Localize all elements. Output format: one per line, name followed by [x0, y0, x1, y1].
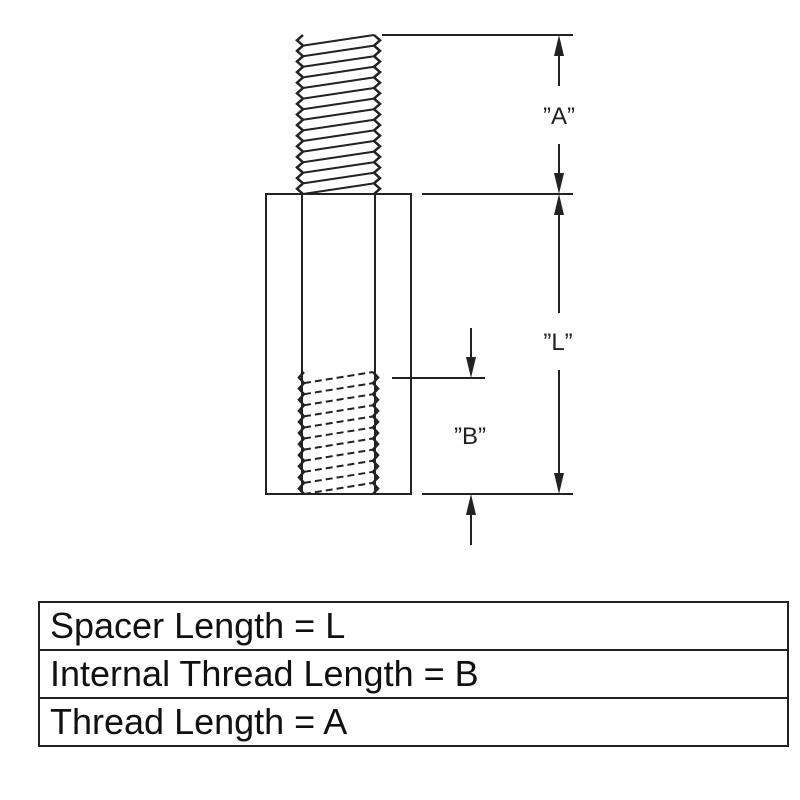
thread-helix-line [303, 470, 374, 484]
arrow-up-icon [554, 35, 564, 56]
arrow-down-icon [554, 173, 564, 194]
thread-helix-line [302, 87, 375, 100]
thread-helix-line [302, 161, 375, 174]
thread-helix-line [302, 34, 375, 47]
legend-thread-length: Thread Length = A [38, 697, 789, 747]
thread-helix-line [302, 65, 375, 79]
thread-helix-line [302, 129, 375, 142]
dim-label-a: ”A” [543, 103, 575, 130]
thread-helix-line [303, 481, 374, 495]
thread-helix-line [302, 118, 375, 132]
thread-helix-line [302, 182, 375, 195]
thread-helix-line [303, 448, 374, 462]
external-thread-helix [302, 34, 375, 195]
legend-spacer-length: Spacer Length = L [38, 601, 789, 651]
thread-helix-line [302, 108, 375, 121]
arrow-down-icon [466, 357, 476, 378]
internal-thread-helix [303, 371, 374, 495]
table-row: Spacer Length = L [38, 601, 789, 651]
dim-label-b: ”B” [454, 423, 486, 450]
thread-helix-line [302, 55, 375, 68]
thread-helix-line [303, 393, 374, 407]
external-thread [295, 34, 382, 195]
thread-helix-line [303, 459, 374, 473]
thread-helix-line [303, 426, 374, 440]
thread-helix-line [302, 44, 375, 58]
table-row: Thread Length = A [38, 697, 789, 747]
legend-table: Spacer Length = L Internal Thread Length… [38, 601, 789, 747]
dim-label-l: ”L” [543, 329, 572, 356]
thread-helix-line [303, 382, 374, 396]
thread-helix-line [303, 371, 374, 385]
thread-helix-line [303, 415, 374, 429]
spacer-body [265, 193, 412, 495]
internal-thread [297, 371, 380, 495]
spacer-diagram: ”A” ”L” ”B” [265, 34, 575, 545]
thread-helix-line [302, 150, 375, 164]
arrow-up-icon [554, 194, 564, 215]
arrow-up-icon [466, 494, 476, 515]
thread-helix-line [302, 97, 375, 111]
arrow-down-icon [554, 473, 564, 494]
table-row: Internal Thread Length = B [38, 649, 789, 699]
thread-helix-line [303, 437, 374, 451]
thread-helix-line [302, 140, 375, 153]
thread-helix-line [302, 171, 375, 185]
thread-helix-line [303, 404, 374, 418]
thread-helix-line [302, 76, 375, 89]
legend-internal-thread-length: Internal Thread Length = B [38, 649, 789, 699]
